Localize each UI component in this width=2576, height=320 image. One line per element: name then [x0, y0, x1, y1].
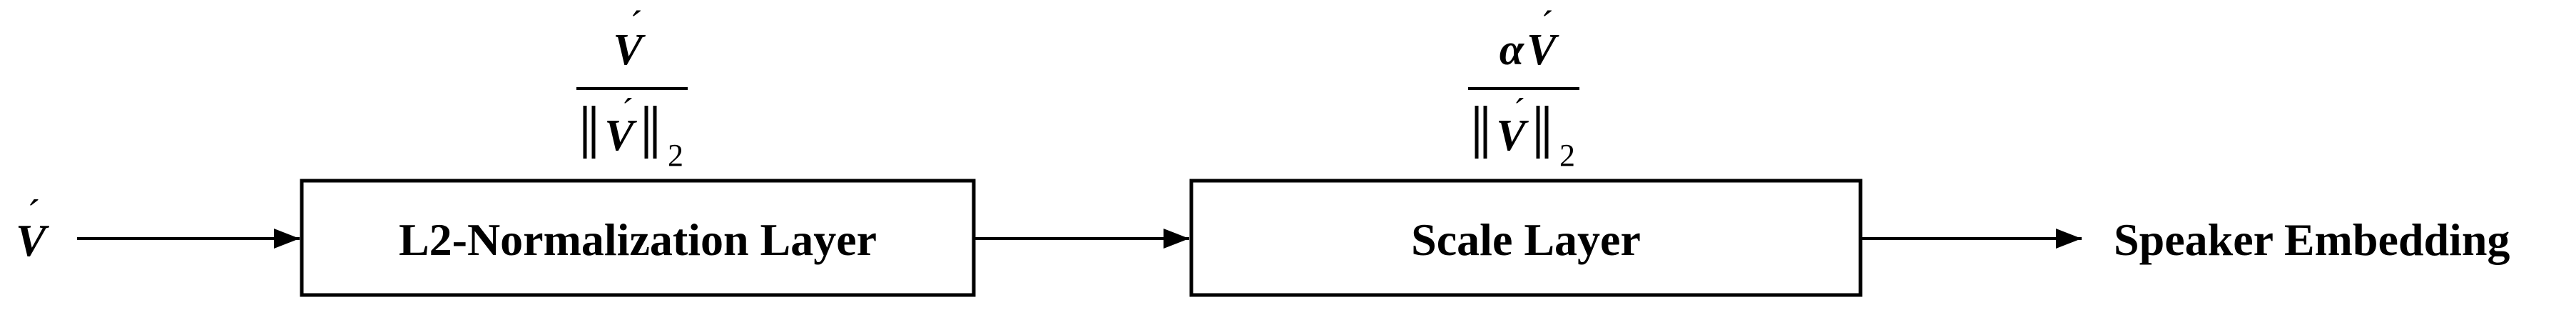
- l2-formula: V ´ V ´ 2: [576, 3, 688, 173]
- formula2-numerator-accent: ´: [1541, 3, 1554, 46]
- formula2-numerator: V: [1527, 26, 1559, 74]
- formula1-denominator: V: [604, 111, 637, 160]
- formula1-numerator: V: [613, 26, 646, 74]
- speaker-embedding-label: Speaker Embedding: [2114, 214, 2510, 265]
- formula1-numerator-accent: ´: [630, 3, 643, 46]
- formula2-subscript: 2: [1559, 138, 1575, 173]
- input-v: V: [16, 215, 50, 266]
- scale-layer-block: [1189, 179, 1863, 297]
- formula1-denominator-accent: ´: [622, 91, 634, 131]
- input-accent: ´: [27, 192, 41, 236]
- scale-layer-label: Scale Layer: [1411, 214, 1641, 265]
- formula2-alpha: α: [1500, 26, 1525, 74]
- l2-normalization-label: L2-Normalization Layer: [399, 214, 877, 265]
- formula1-subscript: 2: [668, 138, 683, 173]
- input-symbol: V ´: [16, 192, 50, 266]
- scale-formula: α V ´ V ´ 2: [1468, 3, 1579, 173]
- l2-normalization-block: [300, 179, 976, 297]
- formula2-denominator: V: [1496, 111, 1529, 160]
- formula2-denominator-accent: ´: [1514, 91, 1526, 131]
